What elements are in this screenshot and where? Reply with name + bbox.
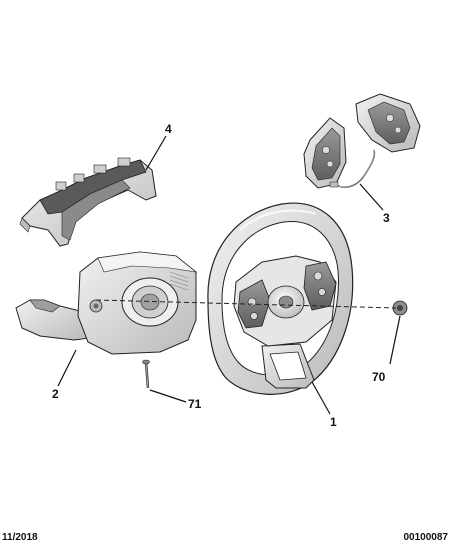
footer-reference: 00100087 — [404, 532, 449, 543]
callout-2: 2 — [52, 387, 59, 401]
callout-1: 1 — [330, 415, 337, 429]
shroud-grille — [169, 271, 189, 291]
leader-lines — [57, 135, 401, 415]
assembly-axis — [95, 299, 397, 309]
callout-71: 71 — [188, 397, 202, 411]
part-4-upper-shroud — [19, 157, 157, 247]
footer-date: 11/2018 — [2, 532, 38, 543]
callout-3: 3 — [383, 211, 390, 225]
part-71-screw — [142, 359, 150, 389]
part-3-switch-modules — [303, 93, 421, 189]
callout-4: 4 — [165, 122, 172, 136]
part-2-lower-shroud — [15, 251, 198, 355]
part-1-steering-wheel — [207, 202, 354, 395]
callout-70: 70 — [372, 370, 386, 384]
